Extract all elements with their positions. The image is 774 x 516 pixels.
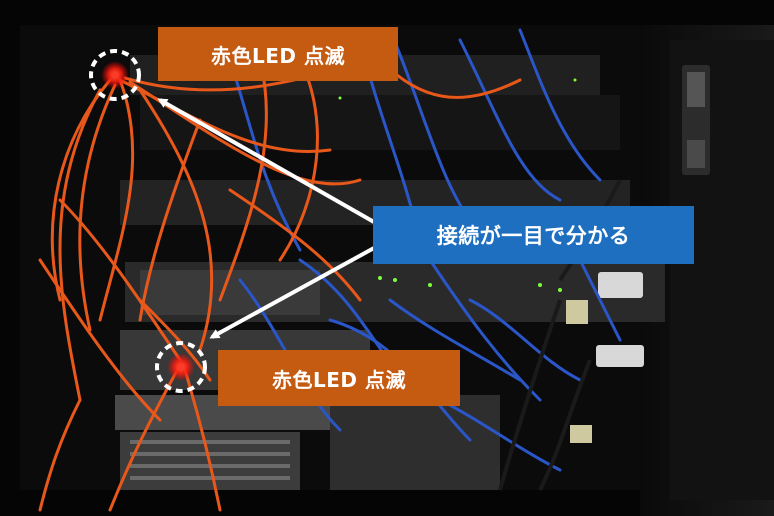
highlight-circle-top	[89, 49, 141, 101]
white-connectors	[566, 272, 644, 443]
arrow-to-bottom-led	[209, 246, 375, 339]
orange-fiber-cables	[38, 58, 522, 512]
led-blink-label-bottom: 赤色LED 点滅	[218, 350, 460, 406]
highlight-circle-bottom	[155, 341, 207, 393]
red-led-bottom	[167, 353, 195, 381]
led-blink-label-top: 赤色LED 点滅	[158, 27, 398, 81]
red-led-top	[101, 61, 129, 89]
connection-visible-label: 接続が一目で分かる	[373, 206, 694, 264]
arrow-to-top-led	[157, 98, 375, 224]
